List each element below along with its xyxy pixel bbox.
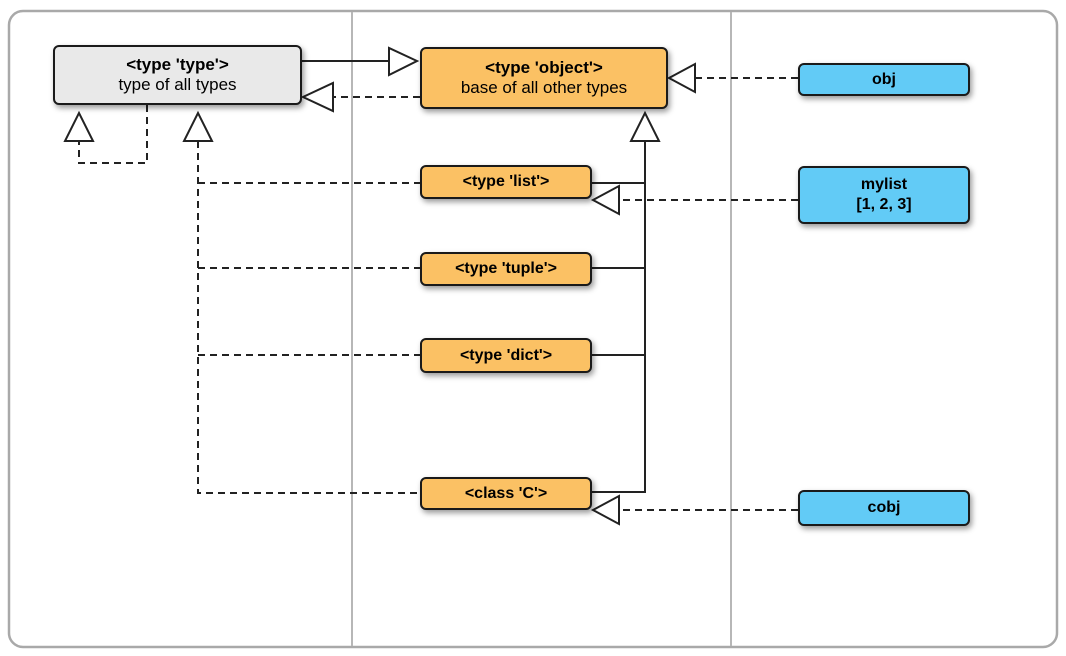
node-type-dict: <type 'dict'> xyxy=(420,338,592,373)
instance-edge-obj-to-object xyxy=(666,62,798,94)
instance-edges-classes-to-type xyxy=(182,110,420,494)
node-title: <type 'dict'> xyxy=(459,346,553,364)
node-type-list: <type 'list'> xyxy=(420,165,592,199)
instance-arrowhead-icon xyxy=(666,62,696,94)
node-title: cobj xyxy=(867,499,901,516)
node-subtitle: type of all types xyxy=(118,75,237,94)
inheritance-edge-type-to-object xyxy=(302,46,420,77)
node-instance-cobj: cobj xyxy=(798,490,970,526)
node-class-c: <class 'C'> xyxy=(420,477,592,510)
node-type-object: <type 'object'> base of all other types xyxy=(420,47,668,109)
node-title: <type 'object'> xyxy=(485,58,603,77)
node-title: <type 'type'> xyxy=(126,55,229,74)
node-title: mylist xyxy=(860,176,908,193)
instance-edge-cobj-to-classc xyxy=(590,494,798,526)
node-subtitle: [1, 2, 3] xyxy=(856,196,912,213)
instance-arrowhead-icon xyxy=(182,110,214,142)
instance-arrowhead-icon xyxy=(63,110,95,142)
instance-arrowhead-icon xyxy=(590,184,620,216)
node-title: <type 'tuple'> xyxy=(455,260,557,277)
instance-edge-object-to-type xyxy=(300,81,420,113)
node-type-tuple: <type 'tuple'> xyxy=(420,252,592,286)
node-title: <type 'list'> xyxy=(462,173,550,190)
node-instance-mylist: mylist [1, 2, 3] xyxy=(798,166,970,224)
node-type-type: <type 'type'> type of all types xyxy=(53,45,302,105)
instance-arrowhead-icon xyxy=(300,81,334,113)
inheritance-edges-to-object xyxy=(592,110,661,493)
instance-edge-mylist-to-list xyxy=(590,184,798,216)
node-subtitle: base of all other types xyxy=(460,78,628,97)
instance-edge-type-self-loop xyxy=(63,105,148,164)
node-instance-obj: obj xyxy=(798,63,970,96)
instance-arrowhead-icon xyxy=(590,494,620,526)
inheritance-arrowhead-icon xyxy=(629,110,661,142)
diagram-frame xyxy=(7,9,1059,649)
node-title: obj xyxy=(872,70,896,88)
node-title: <class 'C'> xyxy=(464,484,548,502)
inheritance-arrowhead-icon xyxy=(388,46,420,77)
